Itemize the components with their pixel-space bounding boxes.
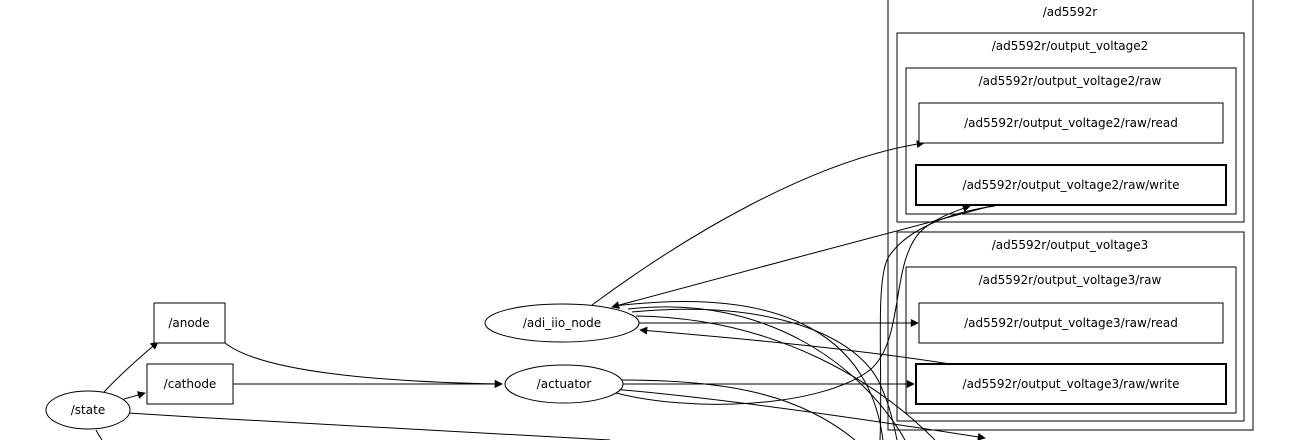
- node-adi-iio-node[interactable]: /adi_iio_node: [484, 303, 640, 343]
- edge-adi-ov2-read: [591, 140, 925, 306]
- node-adi-iio-node-label: /adi_iio_node: [523, 316, 601, 330]
- cluster-output-voltage3-raw-label: /ad5592r/output_voltage3/raw: [979, 273, 1162, 287]
- node-ov3-raw-write[interactable]: /ad5592r/output_voltage3/raw/write: [915, 363, 1227, 405]
- cluster-output-voltage2: /ad5592r/output_voltage2: [896, 32, 1245, 223]
- edge-adi-offscreen-2: [614, 301, 884, 440]
- node-state-label: /state: [71, 403, 105, 417]
- edge-adi-offscreen-3: [627, 306, 906, 440]
- node-ov2-raw-write-label: /ad5592r/output_voltage2/raw/write: [963, 178, 1180, 192]
- edges: [95, 140, 996, 440]
- edge-actuator-offscreen-1: [621, 379, 856, 440]
- node-actuator[interactable]: /actuator: [504, 364, 624, 404]
- node-anode[interactable]: /anode: [153, 302, 226, 344]
- node-state[interactable]: /state: [45, 390, 131, 430]
- cluster-output-voltage2-raw-label: /ad5592r/output_voltage2/raw: [979, 74, 1162, 88]
- node-ov2-raw-read[interactable]: /ad5592r/output_voltage2/raw/read: [918, 102, 1224, 144]
- edge-state-anode: [103, 341, 159, 393]
- node-ov3-raw-read-label: /ad5592r/output_voltage3/raw/read: [964, 316, 1178, 330]
- cluster-output-voltage3-raw: /ad5592r/output_voltage3/raw: [905, 266, 1237, 414]
- edge-offscreen-ov2-write: [879, 205, 996, 440]
- node-cathode[interactable]: /cathode: [146, 363, 234, 405]
- edge-ov3-write-adi: [639, 326, 951, 365]
- edge-state-offscreen-2: [95, 429, 103, 440]
- node-actuator-label: /actuator: [537, 377, 592, 391]
- edge-ov2-write-adi: [611, 204, 996, 309]
- edge-actuator-offscreen-2: [611, 388, 986, 440]
- edge-adi-offscreen-1: [631, 308, 898, 440]
- node-ov2-raw-read-label: /ad5592r/output_voltage2/raw/read: [964, 116, 1178, 130]
- node-ov2-raw-write[interactable]: /ad5592r/output_voltage2/raw/write: [915, 164, 1227, 206]
- cluster-output-voltage3: /ad5592r/output_voltage3: [896, 231, 1245, 422]
- edge-state-offscreen: [127, 412, 611, 440]
- node-ov3-raw-read[interactable]: /ad5592r/output_voltage3/raw/read: [918, 302, 1224, 344]
- cluster-output-voltage2-raw: /ad5592r/output_voltage2/raw: [905, 67, 1237, 215]
- node-cathode-label: /cathode: [164, 377, 217, 391]
- node-anode-label: /anode: [168, 316, 209, 330]
- cluster-output-voltage2-label: /ad5592r/output_voltage2: [992, 39, 1149, 53]
- cluster-ad5592r: /ad5592r: [887, 0, 1254, 431]
- edge-adi-offscreen-4: [635, 315, 936, 440]
- node-ov3-raw-write-label: /ad5592r/output_voltage3/raw/write: [963, 377, 1180, 391]
- edge-anode-actuator: [224, 342, 503, 388]
- cluster-output-voltage3-label: /ad5592r/output_voltage3: [992, 238, 1149, 252]
- cluster-ad5592r-label: /ad5592r: [1043, 5, 1098, 19]
